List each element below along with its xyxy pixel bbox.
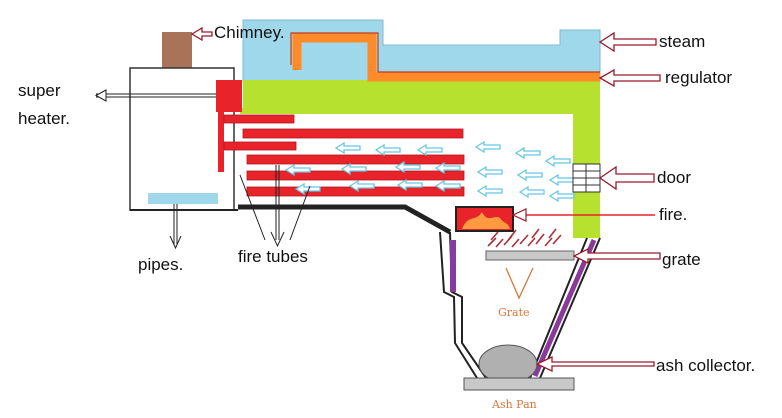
burning-coals — [487, 228, 562, 248]
pipes-label: pipes. — [138, 255, 183, 274]
pipes-callout-arrowhead — [169, 235, 182, 250]
regulator-label: regulator — [665, 68, 732, 87]
chute-right-inner — [529, 237, 588, 379]
fire-label: fire. — [659, 205, 687, 224]
chute-right-outer — [539, 237, 601, 379]
super-heater-label-line1: super — [18, 81, 61, 100]
grate-label: grate — [662, 250, 701, 269]
tube-header-vertical — [218, 110, 224, 172]
pipes-tray — [148, 193, 218, 204]
grate-callout-arrow — [572, 247, 661, 265]
chimney-callout-arrow — [190, 26, 213, 42]
ash-pan-label: Ash Pan — [491, 398, 537, 411]
steam-label: steam — [659, 32, 705, 51]
firebox-base — [238, 204, 452, 235]
fire-callout-arrowhead — [511, 208, 527, 222]
flow-arrows — [284, 140, 575, 203]
fire-tubes — [223, 114, 465, 197]
super-heater-callout-arrowhead — [94, 89, 107, 102]
super-heater-header — [216, 80, 242, 112]
chimney — [162, 32, 192, 69]
fire-tubes-callout-lines — [239, 165, 311, 248]
fire-tube — [246, 170, 465, 181]
fire-tube — [223, 114, 295, 124]
chute-right-purple — [532, 239, 597, 377]
boiler-lower — [240, 108, 575, 114]
door-callout-arrow — [598, 165, 655, 191]
regulator-callout-arrow — [598, 68, 661, 88]
super-heater-label-line2: heater. — [18, 109, 70, 128]
fire-tubes-label: fire tubes — [238, 247, 308, 266]
boiler-shell — [243, 80, 600, 112]
chute-left-inner — [439, 231, 478, 379]
fire-tube — [246, 154, 465, 165]
grate-drawn-pointer — [505, 267, 534, 300]
steam-callout-arrow — [598, 31, 657, 53]
ash-pan — [463, 377, 575, 391]
chute-left-purple — [450, 240, 456, 292]
regulator-outline — [290, 32, 600, 73]
grate-bar — [485, 250, 575, 261]
ash-collector-label: ash collector. — [656, 356, 755, 375]
door-label: door — [657, 168, 691, 187]
fire-flames — [462, 212, 510, 229]
chimney-label: Chimney. — [214, 23, 285, 42]
regulator-pipe — [292, 33, 600, 82]
callout-arrows — [190, 26, 661, 373]
fire-tube — [242, 128, 464, 139]
ash-collector-callout-arrow — [535, 355, 655, 373]
ash-collector — [478, 344, 538, 384]
fire-tube — [223, 141, 297, 151]
grate-drawn-label: Grate — [498, 306, 530, 319]
